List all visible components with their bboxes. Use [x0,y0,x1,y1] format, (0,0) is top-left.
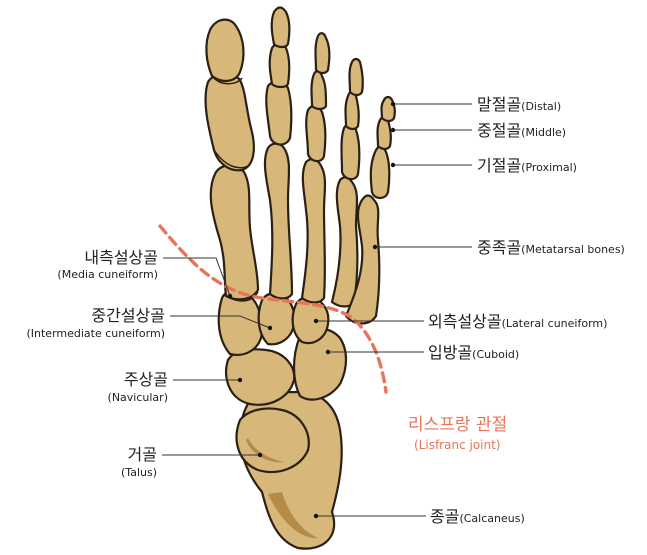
label-talus-ko: 거골 [128,445,157,464]
label-medial-cuneiform-en: (Media cuneiform) [57,268,158,281]
proximal-phalanx-4 [342,124,360,179]
label-navicular-ko: 주상골 [124,370,168,389]
label-lateral-cuneiform: 외측설상골(Lateral cuneiform) [428,312,607,331]
middle-phalanx-2 [270,44,290,88]
proximal-phalanx-5 [371,146,390,198]
label-medial-cuneiform-ko: 내측설상골 [84,248,158,267]
foot-skeleton [206,8,395,549]
label-proximal: 기절골(Proximal) [477,156,577,175]
middle-phalanx-3 [312,71,327,109]
distal-phalanx-5 [382,97,395,121]
lisfranc-label-ko: 리스프랑 관절 [408,415,507,435]
label-intermediate-cuneiform-en: (Intermediate cuneiform) [26,327,165,340]
metatarsal-1 [211,165,258,299]
label-talus-en: (Talus) [121,466,157,479]
metatarsal-4 [332,177,357,306]
distal-phalanx-2 [272,8,290,48]
label-navicular-en: (Navicular) [108,391,168,404]
navicular-bone [226,349,294,404]
distal-phalanx-3 [316,33,330,73]
label-metatarsal: 중족골(Metatarsal bones) [477,238,625,257]
label-middle: 중절골(Middle) [477,121,566,140]
distal-phalanx-4 [350,59,363,95]
distal-phalanx-1 [206,20,243,81]
metatarsal-2 [265,144,292,299]
lateral-cuneiform-bone [293,297,329,343]
label-distal: 말절골(Distal) [477,95,561,114]
lisfranc-label-en: (Lisfranc joint) [414,438,500,452]
middle-phalanx-4 [346,92,359,130]
proximal-phalanx-2 [266,82,291,145]
label-intermediate-cuneiform-ko: 중간설상골 [91,306,165,325]
metatarsal-3 [302,159,325,302]
label-cuboid: 입방골(Cuboid) [428,343,519,362]
proximal-phalanx-1 [206,73,254,170]
label-calcaneus: 종골(Calcaneus) [430,507,525,526]
proximal-phalanx-3 [306,106,325,161]
